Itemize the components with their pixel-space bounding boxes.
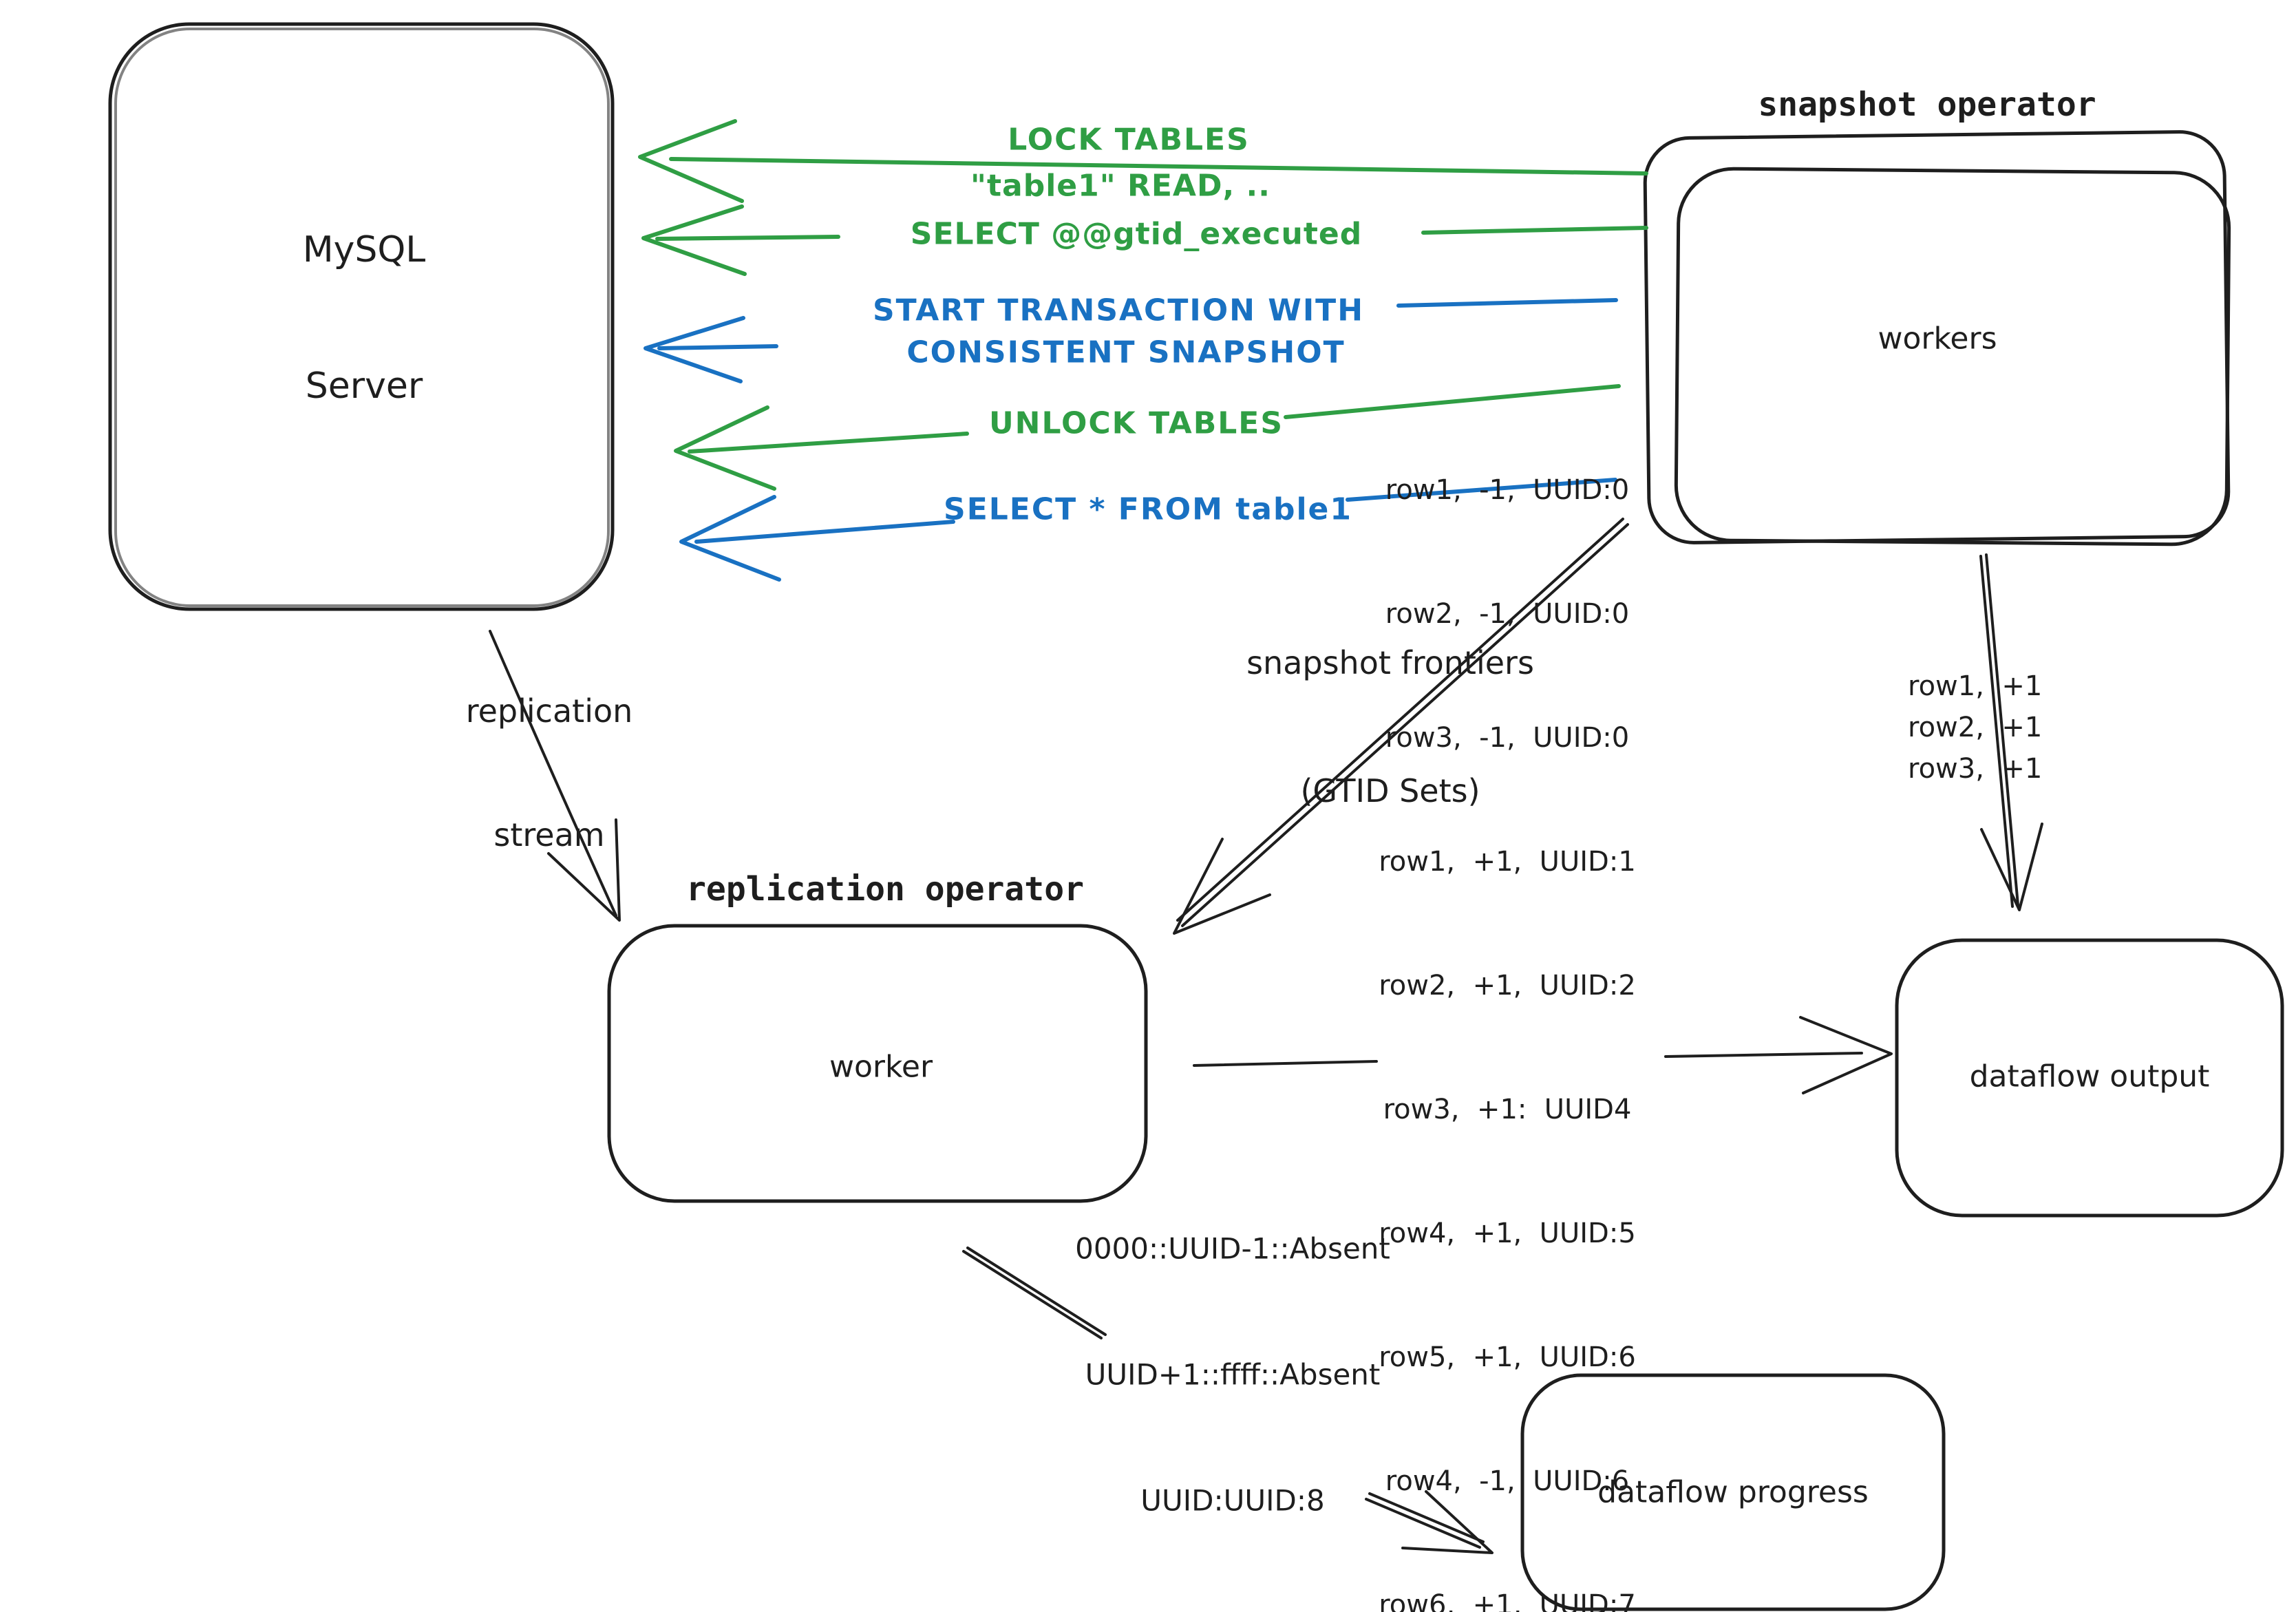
replication-output-arrow-head [1799, 1016, 1893, 1094]
unlock-tables-arrow-line-left [688, 432, 969, 454]
query-select-star: SELECT * FROM table1 [944, 491, 1352, 527]
replication-operator-box [607, 924, 1148, 1203]
query-start-transaction-line2: CONSISTENT SNAPSHOT [906, 335, 1346, 370]
replication-stream-label: replication stream [466, 608, 633, 938]
query-select-gtid: SELECT @@gtid_executed [910, 216, 1363, 252]
snapshot-output-arrow-line [1985, 553, 2019, 906]
replication-output-arrow-line-left [1193, 1060, 1378, 1067]
start-transaction-arrow-line-right [1396, 298, 1618, 308]
lock-tables-arrow-head [638, 119, 744, 203]
replication-output-row: row4, -1, UUID:6 [1385, 1465, 1630, 1497]
dataflow-progress-box [1520, 1373, 1946, 1611]
select-star-arrow-head [679, 495, 781, 582]
snapshot-frontiers-label-line2: (GTID Sets) [1300, 772, 1480, 809]
replication-output-row: row2, -1, UUID:0 [1385, 598, 1630, 630]
snapshot-output-row: row1, +1 [1908, 670, 2043, 702]
query-lock-tables-line1: LOCK TABLES [1008, 122, 1250, 158]
start-transaction-arrow-line-left [657, 344, 778, 350]
replication-operator-worker-label: worker [829, 1049, 933, 1085]
replication-stream-label-line2: stream [493, 816, 605, 853]
progress-row: 0000::UUID-1::Absent [1075, 1231, 1390, 1266]
replication-output-row: row6, +1, UUID:7 [1379, 1589, 1636, 1612]
mysql-server-label-line1: MySQL [302, 229, 426, 271]
start-transaction-arrow-head [644, 316, 745, 383]
progress-row: UUID:UUID:8 [1140, 1483, 1325, 1518]
query-start-transaction-line1: START TRANSACTION WITH [872, 293, 1365, 328]
replication-stream-label-line1: replication [465, 692, 633, 730]
query-lock-tables-line2: "table1" READ, .. [970, 168, 1271, 204]
snapshot-output-arrow-line-2 [1979, 555, 2014, 908]
snapshot-frontiers-arrow-line-2 [1176, 518, 1624, 922]
snapshot-frontiers-arrow-head [1173, 838, 1271, 935]
snapshot-output-row: row3, +1 [1908, 753, 2043, 785]
unlock-tables-arrow-head [674, 405, 776, 491]
replication-output-rows: row1, -1, UUID:0 row2, -1, UUID:0 row3, … [1379, 387, 1636, 1612]
progress-arrow-head [1401, 1490, 1494, 1554]
select-star-arrow-line-right [1346, 478, 1617, 502]
snapshot-output-rows: row1, +1 row2, +1 row3, +1 [1908, 666, 2042, 789]
replication-output-row: row1, +1, UUID:1 [1379, 846, 1636, 878]
snapshot-operator-workers-label: workers [1878, 321, 1997, 357]
dataflow-output-box [1895, 938, 2284, 1218]
progress-rows: 0000::UUID-1::Absent UUID+1::ffff::Absen… [1075, 1144, 1390, 1606]
mysql-server-box [108, 22, 615, 611]
dataflow-progress-label: dataflow progress [1597, 1474, 1869, 1510]
progress-line-2 [966, 1247, 1107, 1336]
select-gtid-arrow-line-right [1421, 226, 1648, 235]
dataflow-output-label: dataflow output [1969, 1059, 2210, 1094]
snapshot-output-arrow-head [1980, 823, 2043, 911]
lock-tables-arrow-line [669, 157, 1648, 176]
query-unlock-tables: UNLOCK TABLES [988, 405, 1284, 441]
snapshot-frontiers-label: snapshot frontiers (GTID Sets) [1246, 556, 1534, 898]
snapshot-operator-title: snapshot operator [1758, 85, 2096, 124]
select-gtid-arrow-line-left [655, 235, 840, 241]
replication-output-row: row2, +1, UUID:2 [1379, 970, 1636, 1001]
mysql-server-label-line2: Server [305, 365, 423, 407]
replication-output-row: row3, +1: UUID4 [1383, 1094, 1632, 1125]
snapshot-frontiers-label-line1: snapshot frontiers [1246, 644, 1534, 681]
replication-output-arrow-line-right [1664, 1052, 1863, 1058]
snapshot-operator-box-inner [1674, 167, 2231, 547]
unlock-tables-arrow-line-right [1284, 384, 1621, 419]
snapshot-frontiers-arrow-line [1181, 523, 1629, 927]
select-gtid-arrow-head [641, 204, 747, 276]
mysql-server-box-overdraw [114, 28, 610, 607]
replication-operator-title: replication operator [686, 870, 1084, 909]
mysql-server-label: MySQL Server [303, 136, 426, 500]
snapshot-output-row: row2, +1 [1908, 712, 2043, 743]
replication-stream-arrow-head [547, 818, 621, 922]
replication-output-row: row1, -1, UUID:0 [1385, 474, 1630, 506]
progress-line [962, 1250, 1103, 1339]
replication-output-row: row4, +1, UUID:5 [1379, 1218, 1636, 1249]
progress-arrow-line-2 [1368, 1492, 1485, 1543]
replication-output-row: row5, +1, UUID:6 [1379, 1341, 1636, 1373]
progress-arrow-line [1365, 1498, 1481, 1549]
progress-row: UUID+1::ffff::Absent [1085, 1357, 1381, 1392]
replication-stream-arrow-line [489, 630, 617, 917]
select-star-arrow-line-left [694, 520, 955, 544]
replication-output-row: row3, -1, UUID:0 [1385, 722, 1630, 754]
